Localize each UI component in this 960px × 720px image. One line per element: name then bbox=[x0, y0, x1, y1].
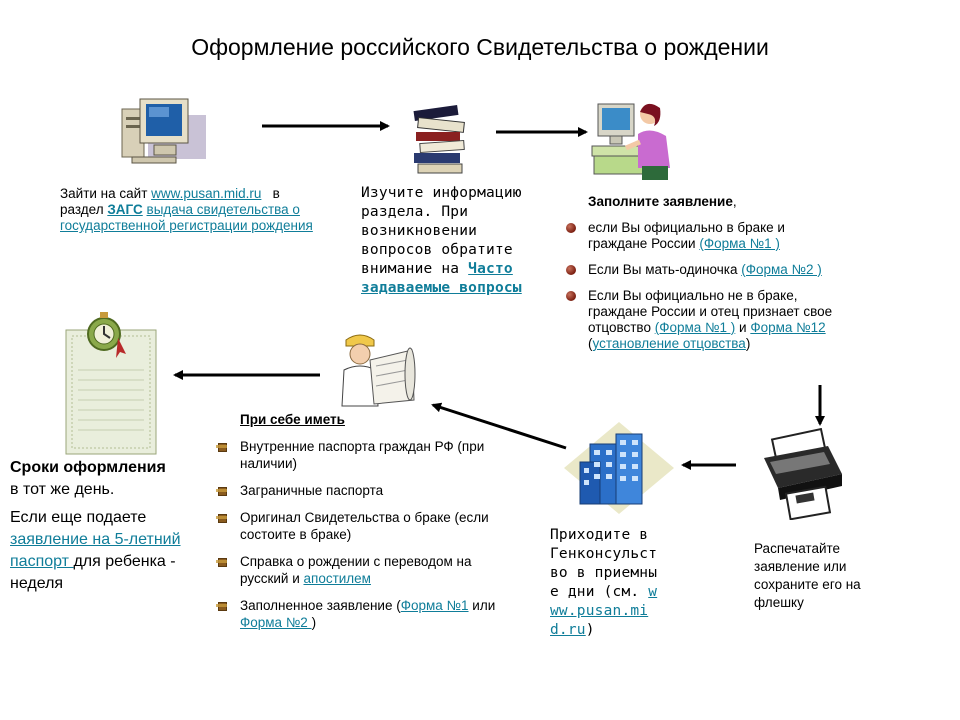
site-link[interactable]: www.pusan.mid.ru bbox=[151, 186, 262, 201]
printer-icon bbox=[764, 428, 842, 520]
certificate-with-seal-icon bbox=[65, 312, 157, 455]
form12-link[interactable]: Форма №12 bbox=[750, 320, 826, 335]
bullet-square-icon bbox=[216, 512, 227, 523]
step3-item-unmarried-tail: ) bbox=[745, 336, 751, 351]
bullet-square-icon bbox=[216, 556, 227, 567]
bullet-dot-icon bbox=[566, 265, 576, 275]
apostille-link[interactable]: апостилем bbox=[303, 571, 371, 586]
step7-note: Если еще подаете заявление на 5-летний п… bbox=[10, 507, 200, 595]
bullet-square-icon bbox=[216, 600, 227, 611]
step3-header: Заполните заявление bbox=[588, 194, 733, 209]
step5-body: Приходите в Генконсульство в приемные дн… bbox=[550, 527, 658, 600]
bullet-dot-icon bbox=[566, 223, 576, 233]
building-icon bbox=[564, 422, 674, 514]
step3-header-tail: , bbox=[732, 194, 737, 209]
docs-form1-link[interactable]: Форма №1 bbox=[400, 598, 469, 613]
step7-header: Сроки оформления bbox=[10, 459, 166, 476]
step3-item-unmarried: Если Вы официально не в браке, граждане … bbox=[566, 288, 848, 352]
books-icon bbox=[413, 104, 465, 174]
docs-item-application-tail: ) bbox=[311, 615, 317, 630]
form1-link[interactable]: (Форма №1 ) bbox=[699, 236, 780, 251]
step1-text-b: в раздел bbox=[60, 186, 284, 217]
step7-header-line: Сроки оформления bbox=[10, 457, 200, 479]
step3-item-married-text: если Вы официально в браке и граждане Ро… bbox=[588, 220, 785, 251]
step4-text: Распечатайте заявление или сохраните его… bbox=[754, 541, 861, 610]
step7-note-b: для ребенка - неделя bbox=[10, 553, 176, 592]
faq-link[interactable]: Часто задаваемые вопросы bbox=[361, 261, 522, 296]
docs-item-internal-passports-text: Внутренние паспорта граждан РФ (при нали… bbox=[240, 439, 485, 471]
docs-item-marriage-certificate-text: Оригинал Свидетельства о браке (если сос… bbox=[240, 510, 489, 542]
step3-item-single-mother-text: Если Вы мать-одиночка bbox=[588, 262, 742, 277]
engineer-with-blueprints-icon bbox=[341, 334, 416, 407]
paternity-link[interactable]: установление отцовства bbox=[592, 336, 746, 351]
faq-link-label: Часто задаваемые вопросы bbox=[361, 261, 522, 296]
docs-form2-link[interactable]: Форма №2 bbox=[240, 615, 312, 630]
docs-item-birth-note-text: Справка о рождении с переводом на русски… bbox=[240, 554, 472, 586]
docs-item-application-text: Заполненное заявление ( bbox=[240, 598, 401, 613]
woman-at-computer-icon bbox=[591, 103, 670, 180]
bullet-dot-icon bbox=[566, 291, 576, 301]
step6-header-line: При себе иметь bbox=[240, 411, 520, 428]
docs-item-application: Заполненное заявление (Форма №1 или Форм… bbox=[216, 597, 520, 631]
step3-item-unmarried-mid: и bbox=[735, 320, 751, 335]
step6-header: При себе иметь bbox=[240, 412, 345, 427]
bullet-square-icon bbox=[216, 441, 227, 452]
computer-icon bbox=[121, 98, 206, 164]
bullet-square-icon bbox=[216, 485, 227, 496]
five-year-passport-link[interactable]: заявление на 5-летний паспорт bbox=[10, 531, 181, 570]
step6-block: При себе иметь Внутренние паспорта гражд… bbox=[216, 411, 520, 641]
step3-item-unmarried-text: Если Вы официально не в браке, граждане … bbox=[588, 288, 833, 335]
step3-block: Заполните заявление, если Вы официально … bbox=[566, 194, 848, 361]
docs-item-marriage-certificate: Оригинал Свидетельства о браке (если сос… bbox=[216, 509, 520, 543]
step7-note-a: Если еще подаете bbox=[10, 509, 147, 526]
docs-item-foreign-passports-text: Заграничные паспорта bbox=[240, 483, 384, 498]
step5-text: Приходите в Генконсульство в приемные дн… bbox=[550, 526, 662, 640]
issue-certificate-link[interactable]: выдача свидетельства о государственной р… bbox=[60, 202, 313, 233]
step7-same-day: в тот же день. bbox=[10, 481, 115, 498]
form2-link[interactable]: (Форма №2 ) bbox=[741, 262, 822, 277]
step3-header-line: Заполните заявление, bbox=[588, 194, 848, 210]
form1-link-unmarried[interactable]: (Форма №1 ) bbox=[654, 320, 736, 335]
docs-item-foreign-passports: Заграничные паспорта bbox=[216, 482, 520, 499]
step2-text: Изучите информацию раздела. При возникно… bbox=[361, 184, 549, 298]
step5-tail: ) bbox=[585, 622, 595, 638]
zags-link-label: ЗАГС bbox=[107, 202, 143, 217]
page-title: Оформление российского Свидетельства о р… bbox=[191, 34, 769, 60]
docs-item-application-mid: или bbox=[468, 598, 496, 613]
step2-body: Изучите информацию раздела. При возникно… bbox=[361, 185, 522, 277]
step3-item-unmarried-mid2: ( bbox=[588, 320, 834, 351]
docs-item-birth-note: Справка о рождении с переводом на русски… bbox=[216, 553, 520, 587]
step7-block: Сроки оформления в тот же день. Если еще… bbox=[10, 457, 200, 595]
step3-item-married: если Вы официально в браке и граждане Ро… bbox=[566, 220, 848, 252]
zags-link[interactable]: ЗАГС bbox=[107, 202, 142, 217]
step3-item-single-mother: Если Вы мать-одиночка (Форма №2 ) bbox=[566, 262, 848, 278]
step1-text: Зайти на сайт www.pusan.mid.ru в раздел … bbox=[60, 186, 322, 234]
docs-item-internal-passports: Внутренние паспорта граждан РФ (при нали… bbox=[216, 438, 520, 472]
step1-text-a: Зайти на сайт bbox=[60, 186, 152, 201]
consulate-site-link[interactable]: www.pusan.mid.ru bbox=[550, 584, 658, 638]
